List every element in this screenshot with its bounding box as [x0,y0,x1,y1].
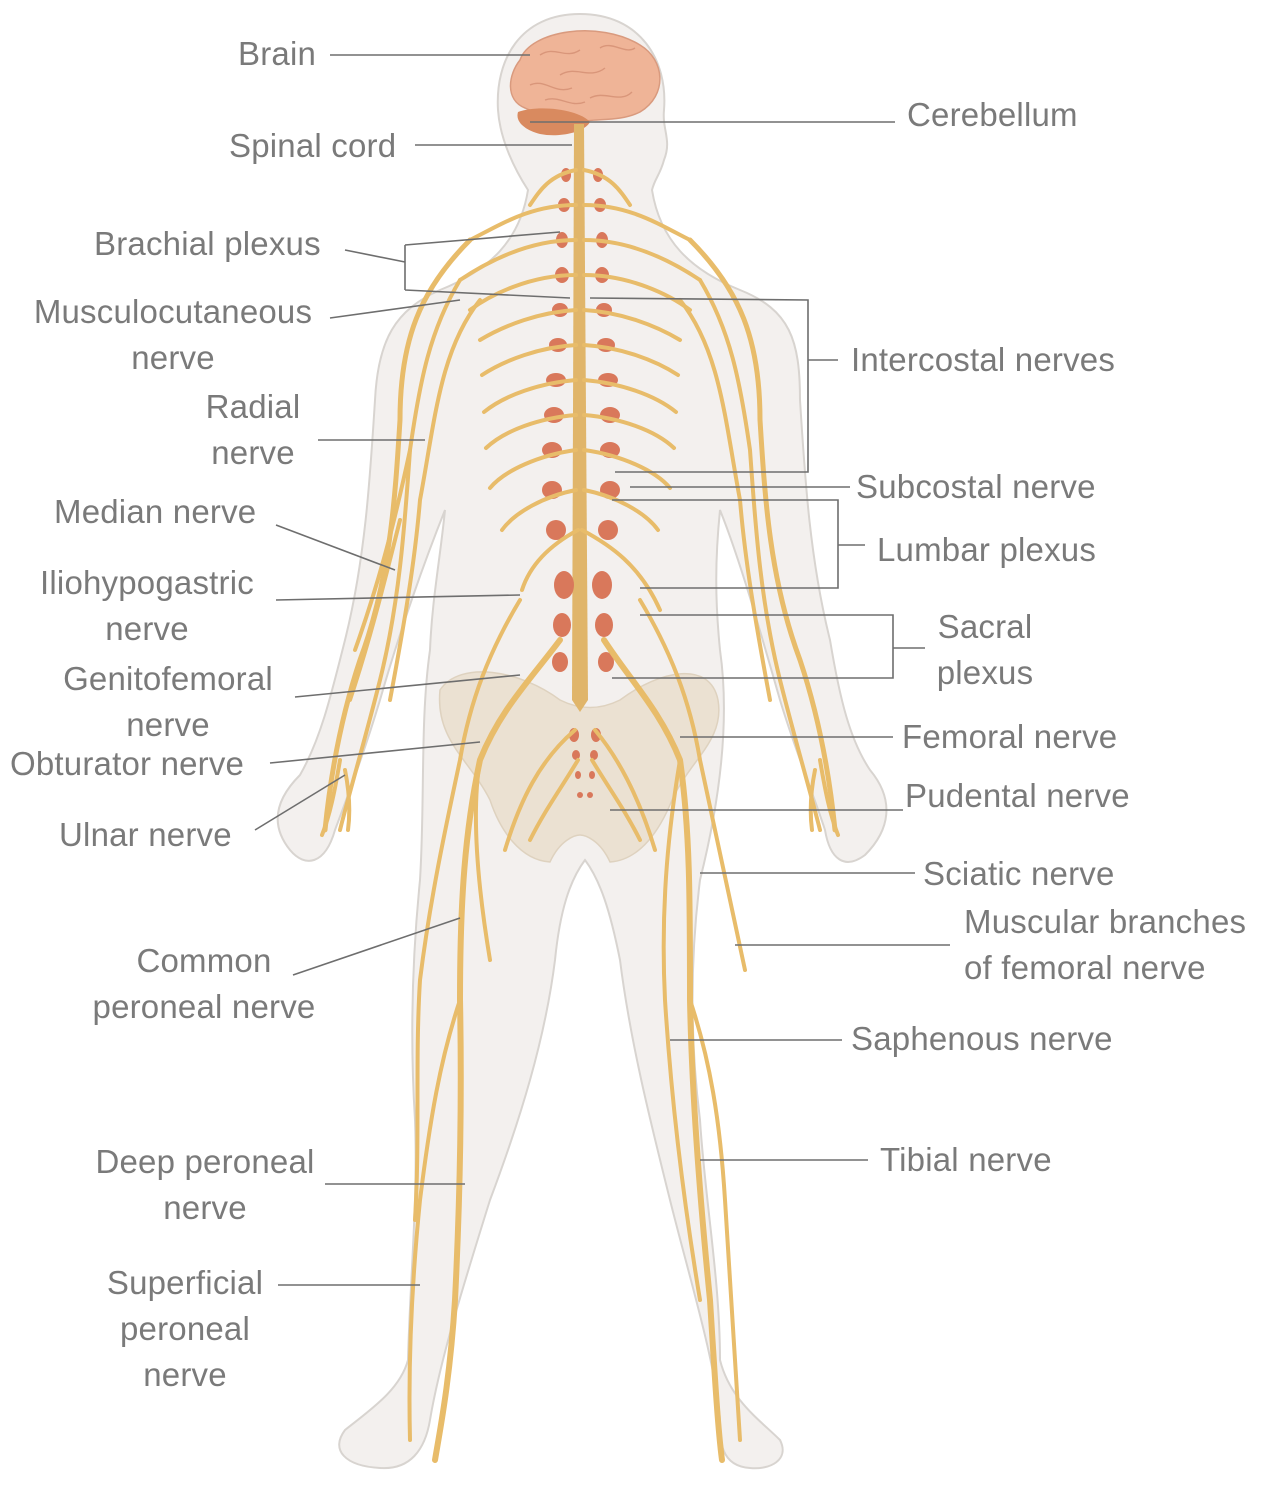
leader-lines [254,54,950,1286]
label-tibial-nerve: Tibial nerve [880,1141,1052,1178]
spinal-cord-shape [572,124,588,712]
label-intercostal-nerves: Intercostal nerves [851,341,1116,378]
brain-shape [509,30,661,123]
label-pudental-nerve: Pudental nerve [905,777,1130,814]
label-sciatic-nerve: Sciatic nerve [923,855,1115,892]
label-ulnar-nerve: Ulnar nerve [59,816,232,853]
label-spinal-cord: Spinal cord [229,127,397,164]
label-subcostal-nerve: Subcostal nerve [856,468,1096,505]
label-brachial-plexus: Brachial plexus [94,225,321,262]
brain-folds [529,44,636,105]
label-brain: Brain [238,35,317,72]
label-lumbar-plexus: Lumbar plexus [877,531,1097,568]
label-obturator-nerve: Obturator nerve [10,745,245,782]
label-femoral-nerve: Femoral nerve [902,718,1118,755]
nerve-network [320,168,840,1463]
label-median-nerve: Median nerve [54,493,257,530]
label-cerebellum: Cerebellum [907,96,1078,133]
label-saphenous-nerve: Saphenous nerve [851,1020,1113,1057]
